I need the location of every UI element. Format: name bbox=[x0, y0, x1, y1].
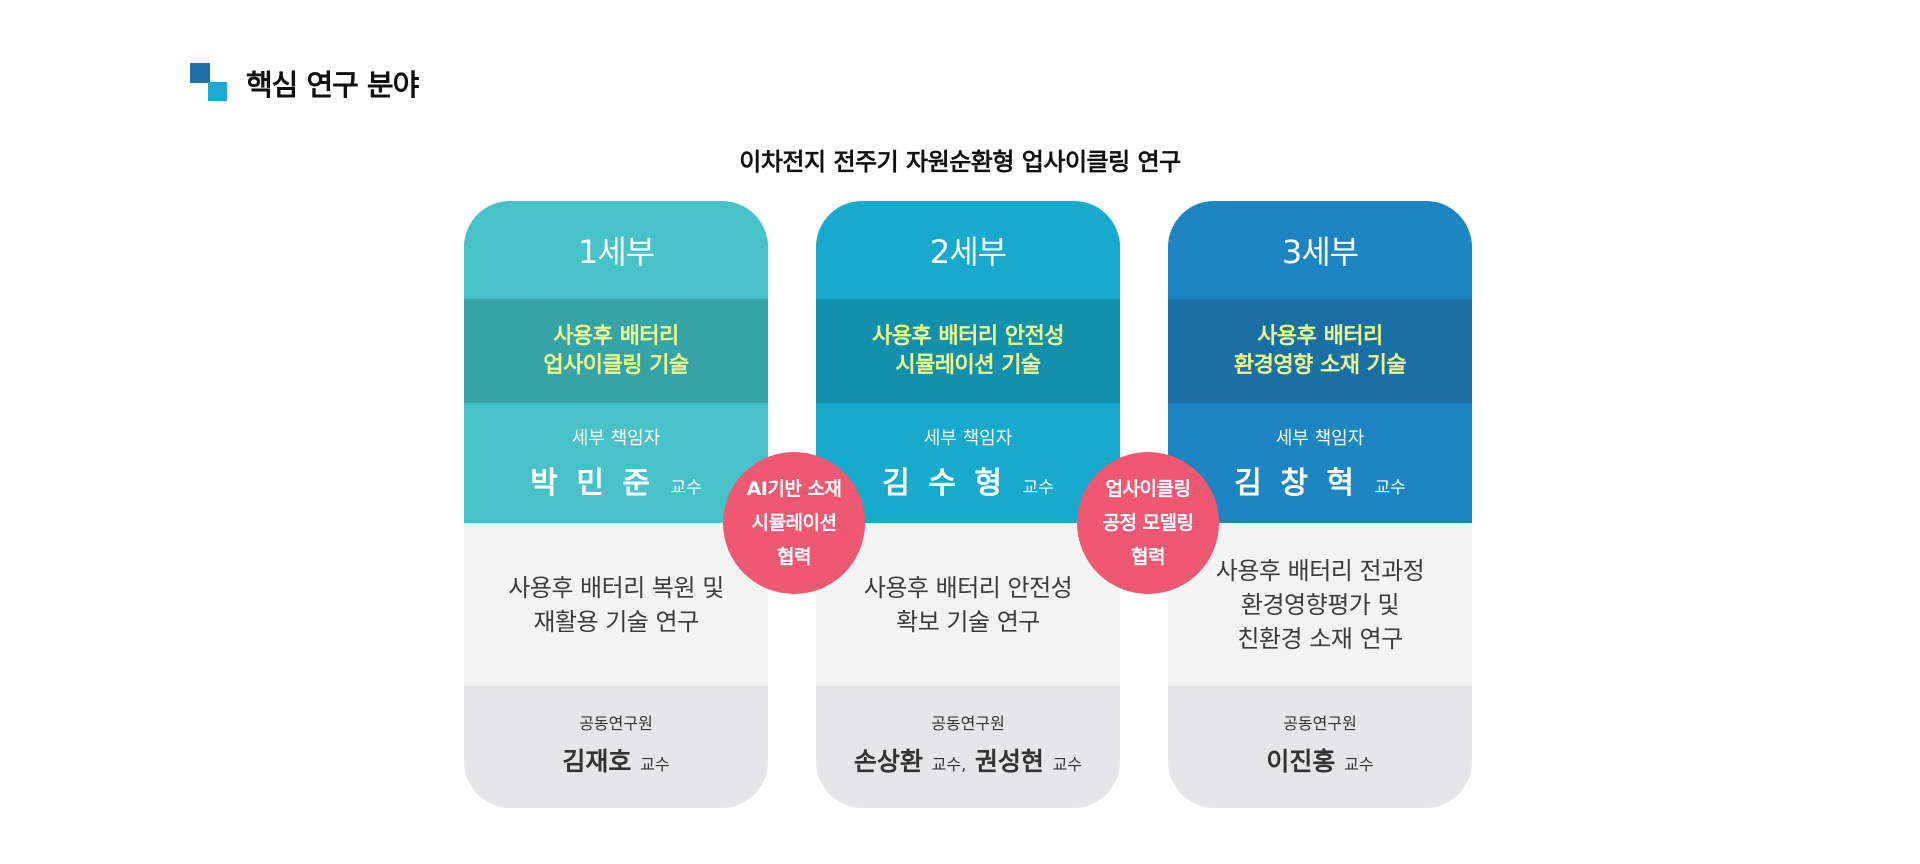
card-head: 1세부 bbox=[464, 201, 768, 299]
main-title: 이차전지 전주기 자원순환형 업사이클링 연구 bbox=[739, 148, 1181, 176]
co-names: 손상환 교수, 권성현 교수 bbox=[853, 747, 1083, 776]
research-card-1: 1세부 사용후 배터리 업사이클링 기술 세부 책임자 박 민 준 교수 사용후… bbox=[464, 201, 768, 808]
card-lead-researcher: 세부 책임자 김 창 혁 교수 bbox=[1168, 403, 1472, 523]
card-head: 3세부 bbox=[1168, 201, 1472, 299]
card-topic: 사용후 배터리 환경영향 소재 기술 bbox=[1168, 299, 1472, 403]
card-co-researchers: 공동연구원 이진홍 교수 bbox=[1168, 686, 1472, 808]
card-topic: 사용후 배터리 업사이클링 기술 bbox=[464, 299, 768, 403]
card-lead-researcher: 세부 책임자 박 민 준 교수 bbox=[464, 403, 768, 523]
co-label: 공동연구원 bbox=[931, 714, 1005, 733]
section-title: 핵심 연구 분야 bbox=[246, 68, 419, 102]
lead-label: 세부 책임자 bbox=[571, 428, 661, 449]
card-co-researchers: 공동연구원 김재호 교수 bbox=[464, 686, 768, 808]
collaboration-badge-2: 업사이클링 공정 모델링 협력 bbox=[1077, 452, 1219, 594]
research-card-3: 3세부 사용후 배터리 환경영향 소재 기술 세부 책임자 김 창 혁 교수 사… bbox=[1168, 201, 1472, 808]
section-square-icon bbox=[190, 63, 228, 103]
card-description: 사용후 배터리 안전성 확보 기술 연구 bbox=[816, 523, 1120, 686]
card-description: 사용후 배터리 복원 및 재활용 기술 연구 bbox=[464, 523, 768, 686]
lead-name: 김 수 형 교수 bbox=[882, 466, 1054, 501]
co-label: 공동연구원 bbox=[579, 714, 653, 733]
co-names: 이진홍 교수 bbox=[1266, 747, 1374, 776]
collaboration-badge-1: AI기반 소재 시뮬레이션 협력 bbox=[723, 452, 865, 594]
card-head: 2세부 bbox=[816, 201, 1120, 299]
card-topic: 사용후 배터리 안전성 시뮬레이션 기술 bbox=[816, 299, 1120, 403]
lead-name: 김 창 혁 교수 bbox=[1234, 466, 1406, 501]
lead-label: 세부 책임자 bbox=[923, 428, 1013, 449]
section-header: 핵심 연구 분야 bbox=[190, 62, 419, 104]
card-co-researchers: 공동연구원 손상환 교수, 권성현 교수 bbox=[816, 686, 1120, 808]
research-card-2: 2세부 사용후 배터리 안전성 시뮬레이션 기술 세부 책임자 김 수 형 교수… bbox=[816, 201, 1120, 808]
card-lead-researcher: 세부 책임자 김 수 형 교수 bbox=[816, 403, 1120, 523]
card-description: 사용후 배터리 전과정 환경영향평가 및 친환경 소재 연구 bbox=[1168, 523, 1472, 686]
co-label: 공동연구원 bbox=[1283, 714, 1357, 733]
lead-label: 세부 책임자 bbox=[1275, 428, 1365, 449]
lead-name: 박 민 준 교수 bbox=[530, 466, 702, 501]
co-names: 김재호 교수 bbox=[562, 747, 670, 776]
